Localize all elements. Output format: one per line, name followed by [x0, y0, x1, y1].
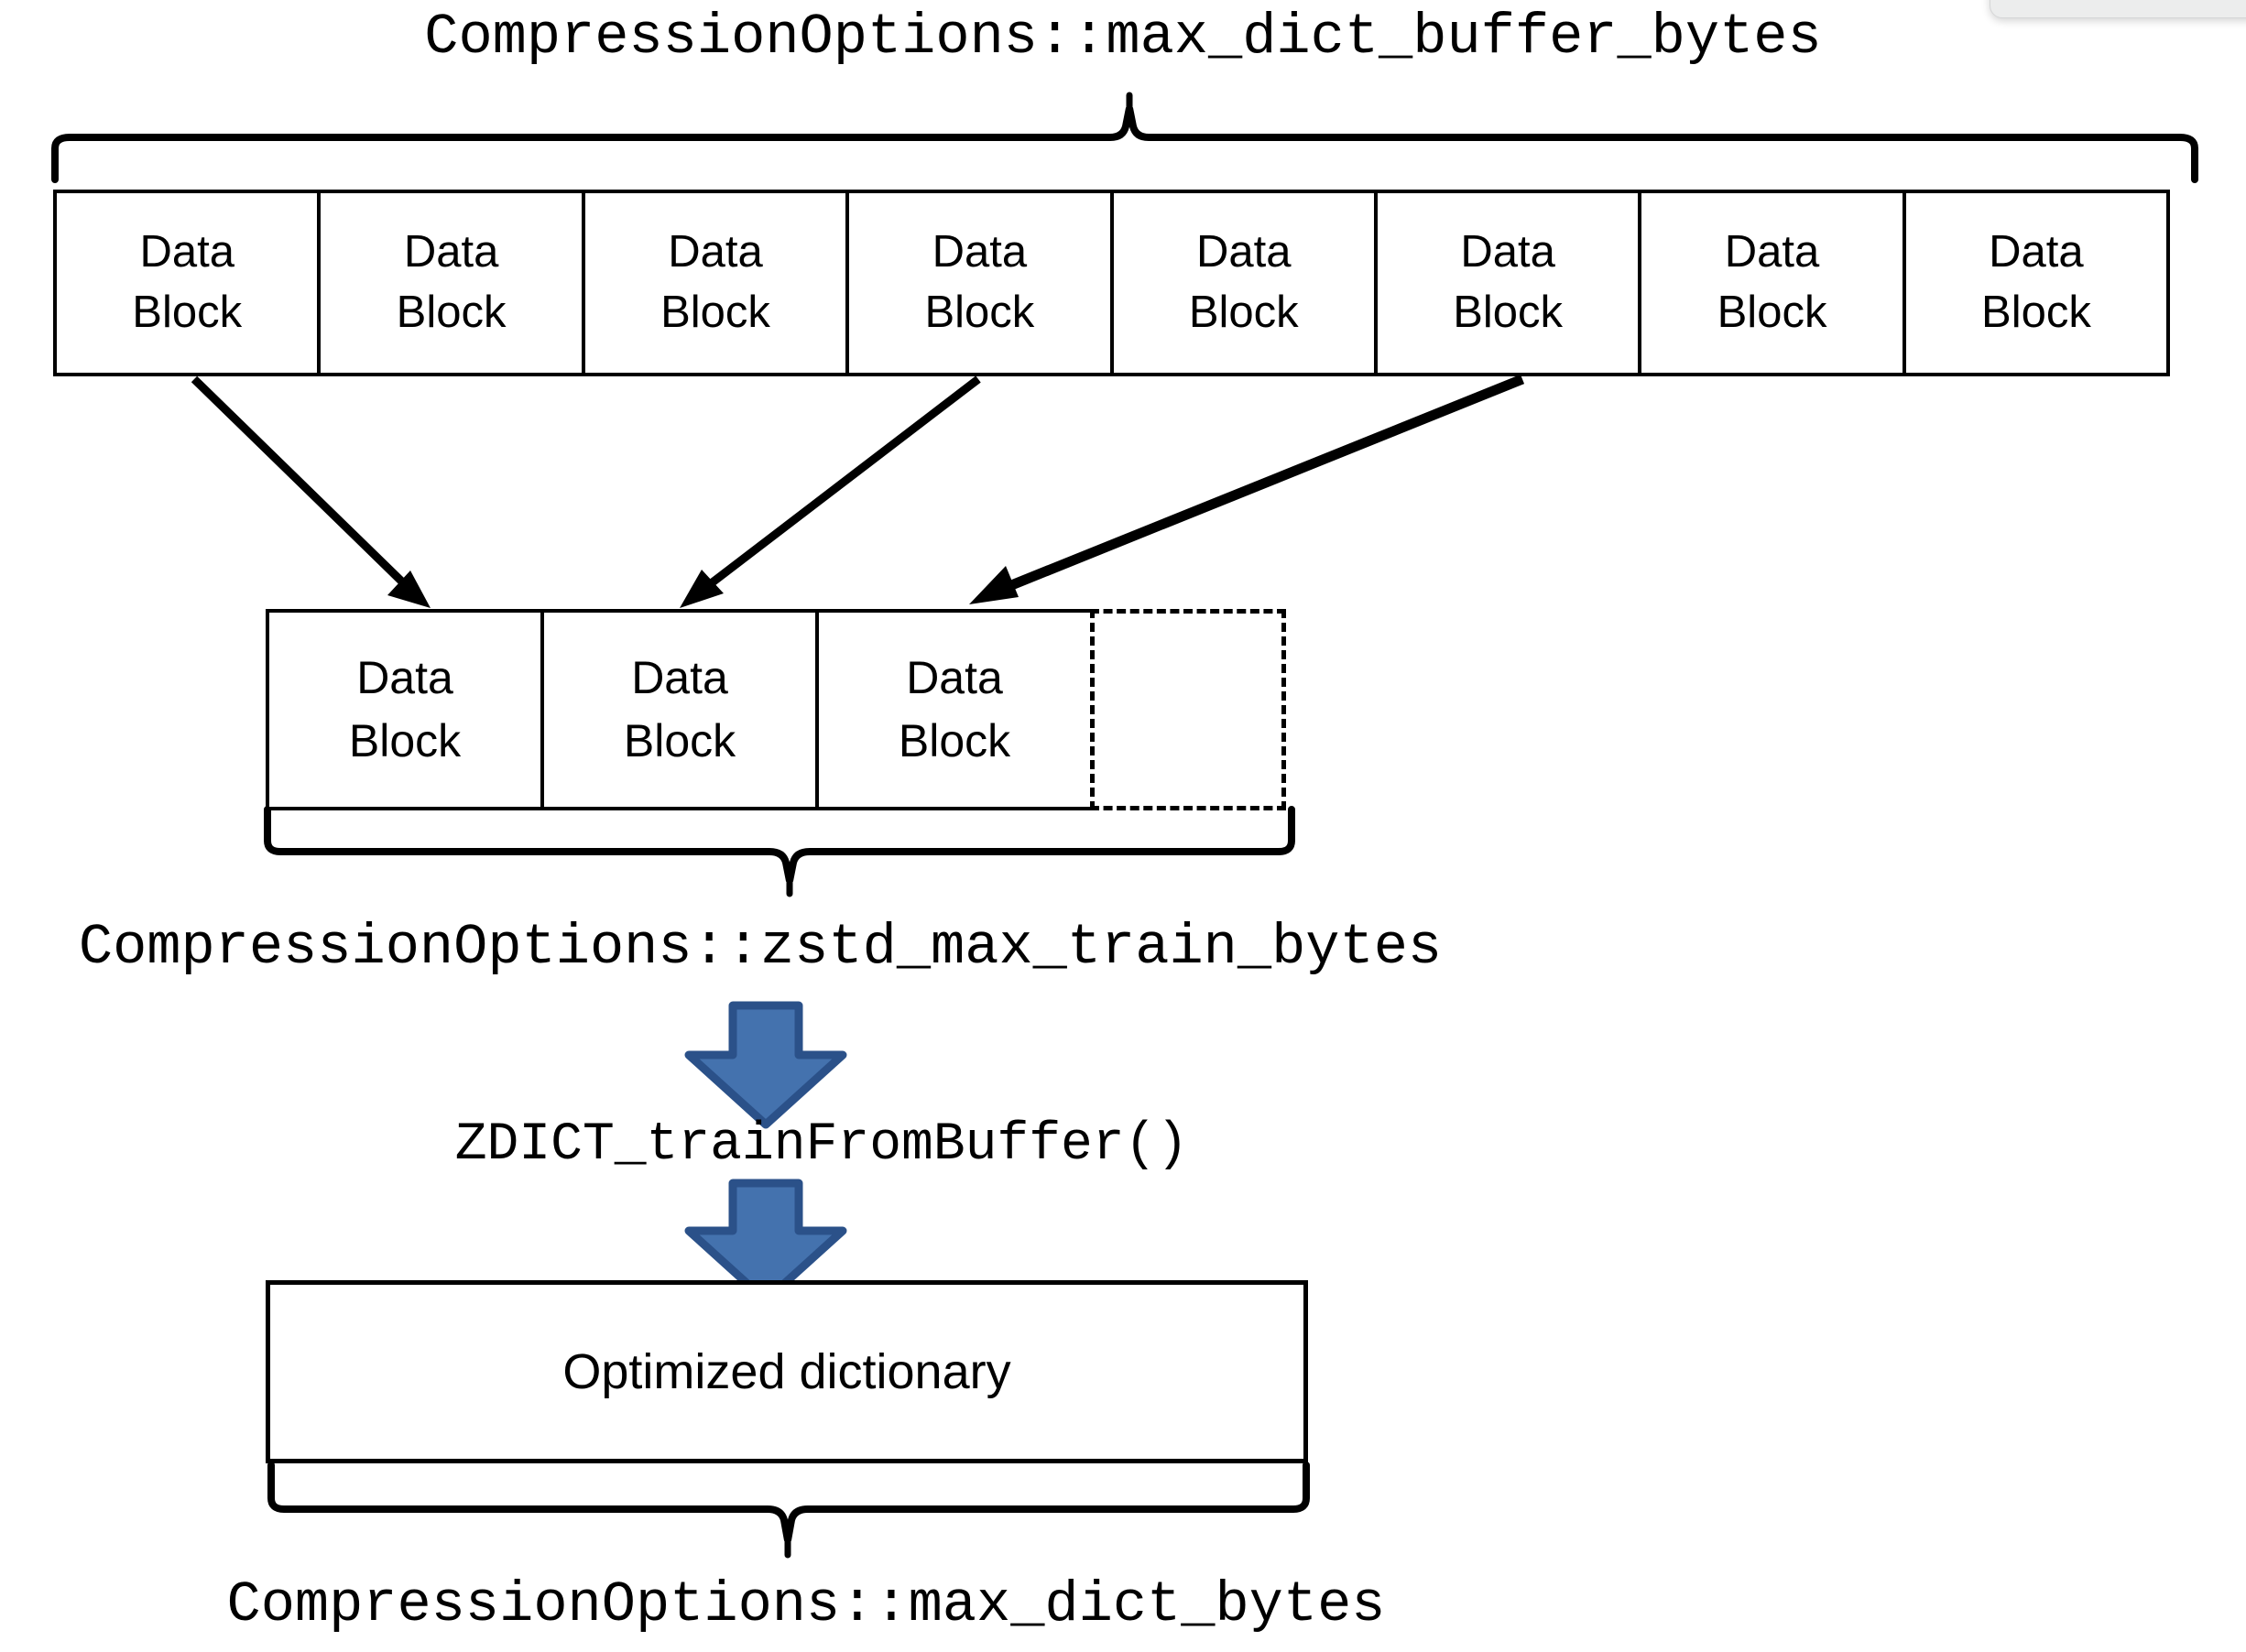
- data-block: Data Block: [1902, 190, 2171, 376]
- data-block-line1: Data: [403, 227, 499, 277]
- top-data-block-row: Data Block Data Block Data Block Data Bl…: [53, 190, 2196, 376]
- data-block: Data Block: [1109, 190, 1378, 376]
- brace-bottom-icon: [267, 1462, 1310, 1559]
- data-block-line2: Block: [898, 715, 1011, 766]
- sample-arrow-3-icon: [969, 374, 1525, 604]
- data-block-line1: Data: [139, 227, 234, 277]
- data-block-line2: Block: [1717, 288, 1827, 337]
- data-block-line2: Block: [1188, 288, 1299, 337]
- data-block-line1: Data: [906, 652, 1003, 703]
- label-max-dict-buffer-bytes: CompressionOptions::max_dict_buffer_byte…: [424, 5, 1822, 70]
- data-block: Data Block: [845, 190, 1114, 376]
- data-block: Data Block: [1373, 190, 1642, 376]
- optimized-dictionary-box: Optimized dictionary: [266, 1280, 1308, 1463]
- data-block: Data Block: [1638, 190, 1906, 376]
- data-block-line1: Data: [356, 652, 453, 703]
- data-block-line1: Data: [1460, 227, 1555, 277]
- sample-arrow-1-icon: [191, 375, 431, 608]
- data-block-line2: Block: [1981, 288, 2091, 337]
- data-block-line1: Data: [932, 227, 1028, 277]
- data-block: Data Block: [266, 609, 544, 810]
- data-block-line2: Block: [924, 288, 1035, 337]
- data-block-line1: Data: [1989, 227, 2084, 277]
- data-block-line2: Block: [1453, 288, 1564, 337]
- data-block: Data Block: [53, 190, 322, 376]
- data-block: Data Block: [317, 190, 585, 376]
- data-block-line2: Block: [660, 288, 770, 337]
- label-max-dict-bytes: CompressionOptions::max_dict_bytes: [226, 1572, 1386, 1637]
- data-block: Data Block: [540, 609, 819, 810]
- data-block-line2: Block: [132, 288, 243, 337]
- data-block-line1: Data: [1196, 227, 1292, 277]
- data-block-line2: Block: [348, 715, 462, 766]
- training-data-block-row: Data Block Data Block Data Block: [266, 609, 1293, 810]
- data-block-line1: Data: [668, 227, 763, 277]
- data-block-line1: Data: [1724, 227, 1820, 277]
- optimized-dictionary-label: Optimized dictionary: [562, 1344, 1011, 1399]
- data-block-line1: Data: [631, 652, 728, 703]
- brace-top-icon: [51, 92, 2198, 183]
- label-zdict-train-from-buffer: ZDICT_trainFromBuffer(): [454, 1115, 1189, 1175]
- sample-arrow-2-icon: [680, 375, 981, 608]
- brace-mid-icon: [264, 806, 1295, 897]
- down-arrow-1-icon: [684, 1001, 847, 1129]
- data-block-placeholder: [1090, 609, 1286, 810]
- data-block: Data Block: [581, 190, 850, 376]
- corner-popup-panel: [1990, 0, 2246, 18]
- label-zstd-max-train-bytes: CompressionOptions::zstd_max_train_bytes: [78, 915, 1443, 980]
- data-block: Data Block: [815, 609, 1094, 810]
- data-block-line2: Block: [623, 715, 736, 766]
- data-block-line2: Block: [396, 288, 507, 337]
